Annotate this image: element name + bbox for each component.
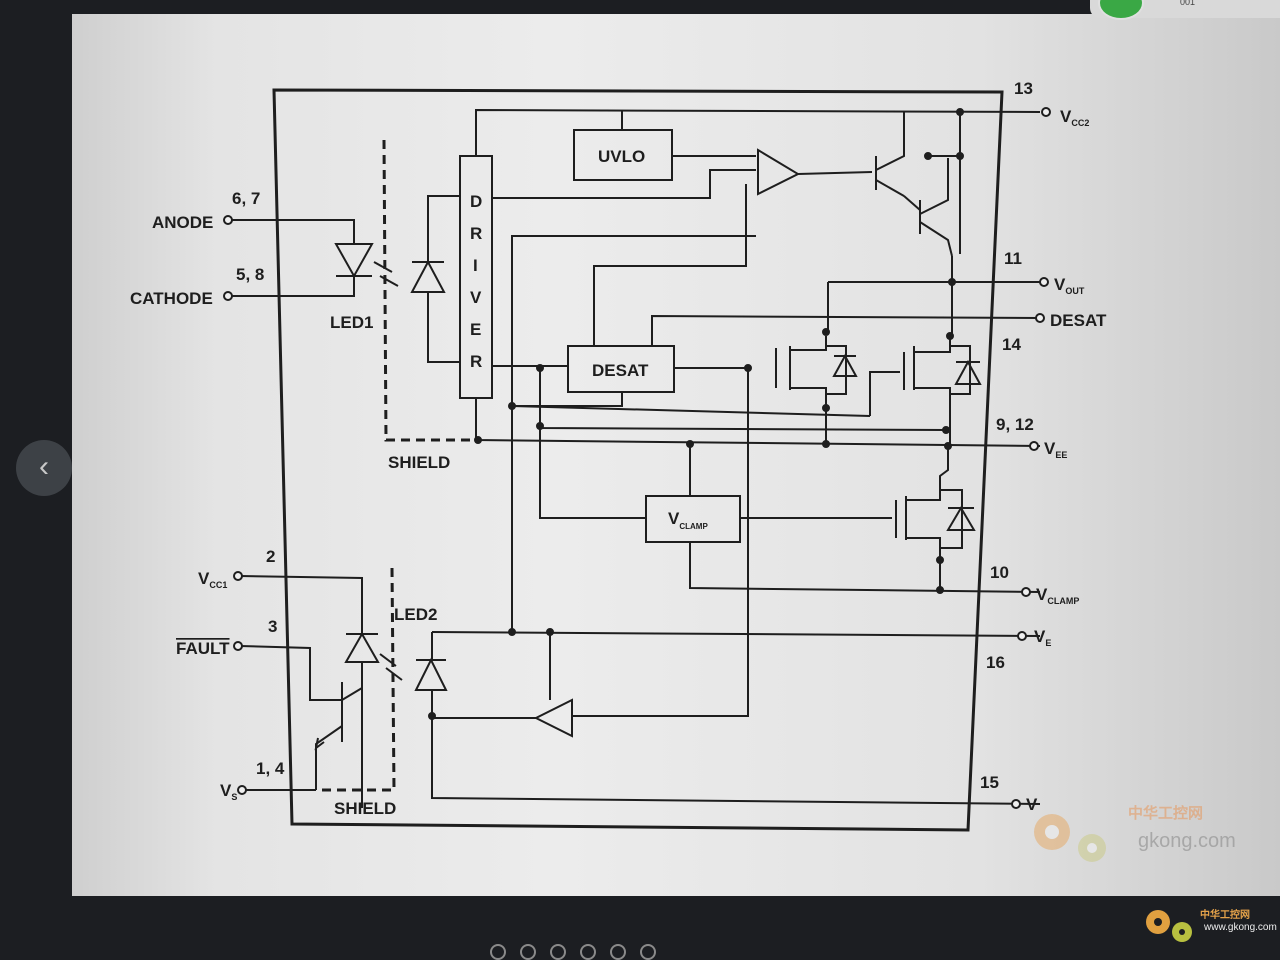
desat-wire [651,314,1041,346]
vee-label: VEE [1044,439,1067,460]
vs-left-pin-number: 1, 4 [256,759,285,778]
shield-bottom-label: SHIELD [334,799,396,818]
gear-logo-icon [1034,814,1106,862]
fault-pin-number: 3 [268,617,277,636]
toolbar-zoom-icon[interactable] [550,944,566,960]
vs-left-label: VS [220,781,237,802]
vclamp-terminal [1021,587,1031,597]
vclamp-block-label: VCLAMP [668,509,708,531]
status-indicator: 001 [1090,0,1280,20]
vclamp-block [645,495,741,543]
vout-label: VOUT [1054,275,1085,296]
darlington-pair [875,112,961,257]
desat-terminal [1035,313,1045,323]
anode-wire [230,219,355,244]
vout-pin-number: 11 [1004,249,1022,268]
anode-label: ANODE [152,213,213,232]
driver-letter: R [470,352,482,371]
toolbar-more-icon[interactable] [640,944,656,960]
previous-image-button[interactable]: ‹ [16,440,72,496]
anode-pin-number: 6, 7 [232,189,260,208]
fault-wire [239,645,342,701]
ve-terminal [1017,631,1027,641]
driver-letter: D [470,192,482,211]
output-amp [757,148,801,196]
vcc1-wire [239,575,363,634]
led2-symbol [344,631,380,663]
gear-small-icon [1146,910,1192,942]
led1-symbol [334,243,374,279]
fault-amp [533,698,573,738]
mosfet2 [913,336,971,410]
vcc2-terminal [1041,107,1051,117]
vee-terminal [1029,441,1039,451]
chevron-left-icon: ‹ [39,450,49,483]
cathode-terminal [223,291,233,301]
status-dot-icon [1098,0,1144,20]
vout-wire [951,256,1040,283]
status-text: 001 [1180,0,1196,7]
led2-label: LED2 [394,605,437,624]
vcc2-rail [475,108,1041,156]
vs-left-terminal [237,785,247,795]
toolbar-edit-icon[interactable] [490,944,506,960]
corner-watermark: 中华工控网 www.gkong.com [1140,900,1280,950]
vs-right-terminal [1011,799,1021,809]
anode-terminal [223,215,233,225]
cathode-label: CATHODE [130,289,213,308]
vee-pin-number: 9, 12 [996,415,1034,434]
desat-pin-number: 14 [1002,335,1021,354]
chip-outline [272,88,1004,832]
vcc1-label: VCC1 [198,569,227,590]
vclamp-pin-number: 10 [990,563,1009,582]
fault-terminal [233,641,243,651]
site-watermark: 中华工控网 gkong.com [1018,796,1268,876]
corner-watermark-cn: 中华工控网 [1200,910,1250,921]
vs-right-pin-number: 15 [980,773,999,792]
shield-top-label: SHIELD [388,453,450,472]
ve-pin-number: 16 [986,653,1005,672]
driver-letter: V [470,288,482,307]
watermark-url: gkong.com [1138,830,1236,852]
vcc2-label: VCC2 [1060,107,1089,128]
driver-letter: R [470,224,482,243]
led1-label: LED1 [330,313,373,332]
mosfet1 [789,336,847,408]
fault-label: FAULT [176,639,230,658]
toolbar-rotate-icon[interactable] [580,944,596,960]
cathode-pin-number: 5, 8 [236,265,264,284]
shield-top-line [382,139,478,442]
fault-transistor [315,682,363,790]
diagram-image [72,14,1280,896]
photodiode1-symbol [410,259,446,293]
toolbar-share-icon[interactable] [520,944,536,960]
vs-right-label: V [1026,795,1038,814]
driver-letter: E [470,320,481,339]
shield-bottom-line [316,567,396,792]
vout-terminal [1039,277,1049,287]
watermark-cn: 中华工控网 [1128,805,1204,822]
cathode-wire [230,276,355,297]
desat-pin-label: DESAT [1050,311,1107,330]
viewer-toolbar [490,944,656,960]
vcc1-terminal [233,571,243,581]
vcc2-pin-number: 13 [1014,79,1033,98]
clamp-mosfet [905,446,963,590]
photodiode2-symbol [414,657,448,691]
vclamp-label: VCLAMP [1036,585,1079,606]
vcc1-pin-number: 2 [266,547,275,566]
uvlo-label: UVLO [598,147,645,166]
driver-letter: I [473,256,478,275]
ve-label: VE [1034,627,1051,648]
corner-watermark-url: www.gkong.com [1204,922,1277,933]
toolbar-info-icon[interactable] [610,944,626,960]
ve-rail [431,631,1041,637]
desat-block-label: DESAT [592,361,649,380]
